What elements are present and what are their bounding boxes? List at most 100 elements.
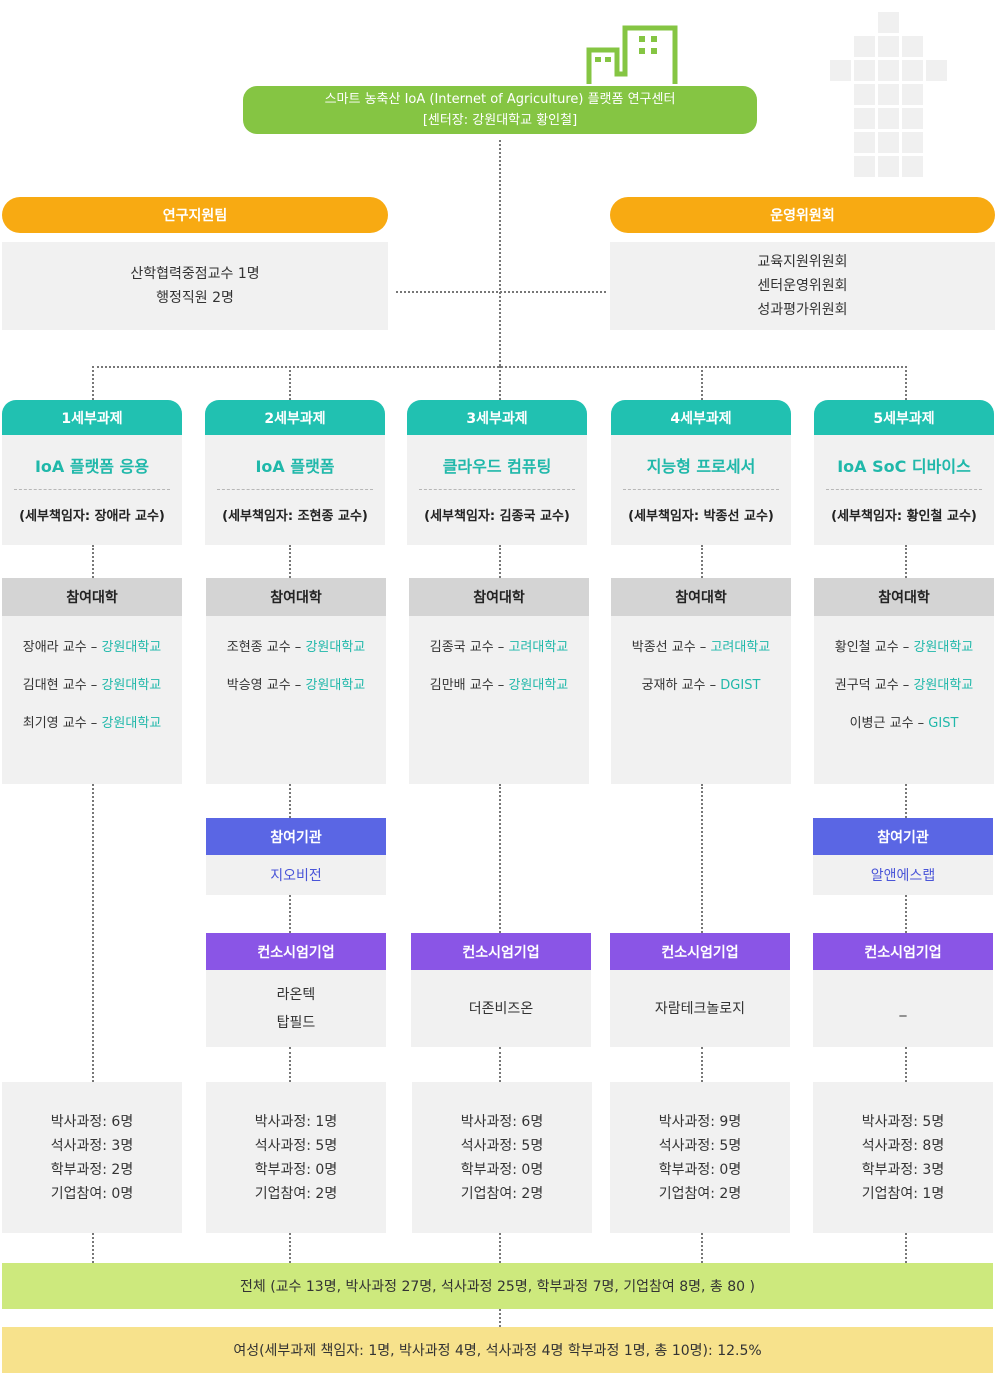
university-list: 장애라 교수 – 강원대학교 김대현 교수 – 강원대학교 최기영 교수 – 강…: [2, 616, 182, 784]
dashed-divider: [826, 489, 982, 490]
member-row: 이병근 교수 – GIST: [814, 712, 994, 731]
university-header: 참여대학: [206, 578, 386, 616]
org-name: 알앤에스랩: [813, 855, 993, 895]
subproject-4-header: 4세부과제: [611, 400, 791, 435]
consortium-company: 자람테크놀로지: [654, 1000, 746, 1017]
grid-cell: [854, 36, 875, 57]
university-list: 조현종 교수 – 강원대학교 박승영 교수 – 강원대학교: [206, 616, 386, 784]
connector-line: [701, 1233, 703, 1263]
stat-line: 기업참여: 1명: [861, 1185, 945, 1202]
building-icon: [586, 25, 678, 84]
stat-line: 박사과정: 6명: [50, 1113, 134, 1130]
grid-cell: [878, 36, 899, 57]
subproject-title: IoA 플랫폼 응용: [34, 457, 150, 476]
member-row: 박승영 교수 – 강원대학교: [206, 674, 386, 693]
support-team-body: 산학협력중점교수 1명 행정직원 2명: [2, 242, 388, 330]
subproject-lead: (세부책임자: 장애라 교수): [19, 509, 165, 524]
member-school: 강원대학교: [305, 640, 366, 655]
grid-cell: [854, 156, 875, 177]
stat-line: 기업참여: 2명: [658, 1185, 742, 1202]
connector-line: [289, 1047, 291, 1082]
dashed-divider: [14, 489, 170, 490]
member-school: 강원대학교: [101, 678, 162, 693]
member-name: 장애라 교수 –: [22, 640, 102, 655]
subproject-3-body: 클라우드 컴퓨팅 (세부책임자: 김종국 교수): [407, 435, 587, 545]
dashed-divider: [623, 489, 779, 490]
dashed-divider: [217, 489, 373, 490]
connector-line: [92, 366, 94, 400]
subproject-title: IoA SoC 디바이스: [837, 457, 971, 476]
consortium-header: 컨소시엄기업: [813, 933, 993, 970]
connector-line: [289, 895, 291, 933]
university-list: 박종선 교수 – 고려대학교 궁재하 교수 – DGIST: [611, 616, 791, 784]
grid-cell: [878, 156, 899, 177]
grid-cell: [878, 132, 899, 153]
committee-body: 교육지원위원회 센터운영위원회 성과평가위원회: [610, 242, 995, 330]
member-row: 궁재하 교수 – DGIST: [611, 674, 791, 693]
connector-line: [499, 545, 501, 578]
member-name: 박종선 교수 –: [631, 640, 711, 655]
subproject-lead: (세부책임자: 조현종 교수): [222, 509, 368, 524]
connector-line: [499, 366, 501, 400]
support-line: 행정직원 2명: [156, 290, 234, 306]
stat-line: 기업참여: 2명: [460, 1185, 544, 1202]
member-name: 김만배 교수 –: [429, 678, 509, 693]
connector-line: [905, 895, 907, 933]
grid-cell: [854, 84, 875, 105]
grid-cell: [926, 60, 947, 81]
support-line: 산학협력중점교수 1명: [130, 266, 260, 282]
connector-line: [289, 545, 291, 578]
stat-line: 석사과정: 5명: [460, 1137, 544, 1154]
grid-cell: [902, 156, 923, 177]
org-header: 참여기관: [813, 818, 993, 855]
subproject-2-header: 2세부과제: [205, 400, 385, 435]
consortium-header: 컨소시엄기업: [411, 933, 591, 970]
university-header: 참여대학: [611, 578, 791, 616]
dashed-divider: [419, 489, 575, 490]
connector-line: [701, 545, 703, 578]
grid-cell: [830, 60, 851, 81]
subproject-1-body: IoA 플랫폼 응용 (세부책임자: 장애라 교수): [2, 435, 182, 545]
women-summary: 여성(세부과제 책임자: 1명, 박사과정 4명, 석사과정 4명 학부과정 1…: [2, 1327, 993, 1373]
consortium-header: 컨소시엄기업: [206, 933, 386, 970]
member-row: 조현종 교수 – 강원대학교: [206, 636, 386, 655]
university-header: 참여대학: [2, 578, 182, 616]
member-row: 장애라 교수 – 강원대학교: [2, 636, 182, 655]
grid-cell: [902, 60, 923, 81]
connector-line: [289, 784, 291, 818]
member-row: 최기영 교수 – 강원대학교: [2, 712, 182, 731]
subproject-4-body: 지능형 프로세서 (세부책임자: 박종선 교수): [611, 435, 791, 545]
member-school: 강원대학교: [101, 640, 162, 655]
committee-line: 성과평가위원회: [757, 302, 848, 318]
org-name: 지오비전: [206, 855, 386, 895]
member-school: 고려대학교: [710, 640, 771, 655]
connector-line: [905, 1047, 907, 1082]
member-row: 김만배 교수 – 강원대학교: [409, 674, 589, 693]
stat-line: 학부과정: 0명: [460, 1161, 544, 1178]
member-name: 박승영 교수 –: [226, 678, 306, 693]
consortium-company: 라온텍: [276, 986, 316, 1003]
grid-cell: [902, 132, 923, 153]
grid-cell: [902, 36, 923, 57]
subproject-lead: (세부책임자: 황인철 교수): [831, 509, 977, 524]
connector-line: [905, 545, 907, 578]
subproject-lead: (세부책임자: 박종선 교수): [628, 509, 774, 524]
member-name: 황인철 교수 –: [834, 640, 914, 655]
stat-line: 박사과정: 6명: [460, 1113, 544, 1130]
consortium-list: _: [813, 970, 993, 1047]
stats-box: 박사과정: 5명 석사과정: 8명 학부과정: 3명 기업참여: 1명: [813, 1082, 993, 1233]
connector-line: [905, 366, 907, 400]
member-school: 강원대학교: [913, 640, 974, 655]
subproject-5-body: IoA SoC 디바이스 (세부책임자: 황인철 교수): [814, 435, 994, 545]
stat-line: 기업참여: 0명: [50, 1185, 134, 1202]
consortium-list: 자람테크놀로지: [610, 970, 790, 1047]
university-list: 김종국 교수 – 고려대학교 김만배 교수 – 강원대학교: [409, 616, 589, 784]
member-school: GIST: [928, 716, 959, 731]
connector-line: [396, 291, 606, 293]
stat-line: 박사과정: 1명: [254, 1113, 338, 1130]
stat-line: 석사과정: 8명: [861, 1137, 945, 1154]
connector-line: [92, 784, 94, 1082]
connector-line: [499, 1309, 501, 1327]
member-row: 김종국 교수 – 고려대학교: [409, 636, 589, 655]
stat-line: 학부과정: 0명: [254, 1161, 338, 1178]
